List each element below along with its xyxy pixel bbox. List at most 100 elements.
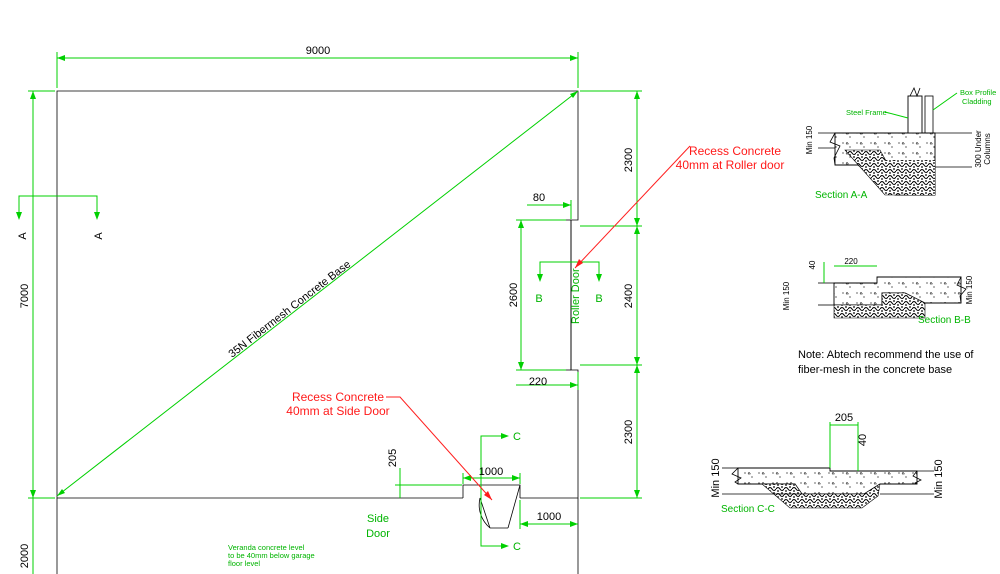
- slab-diagonal: [56, 90, 579, 497]
- dim-arrow-w2: [570, 55, 578, 61]
- section-a-right-letter: A: [93, 232, 105, 240]
- dim-side-door-width: 1000: [479, 466, 503, 478]
- section-c-bottom-letter: C: [513, 541, 521, 553]
- section-a-break: [829, 132, 841, 166]
- section-b-dim-40: 40: [808, 260, 817, 269]
- dim-height-total: 7000: [19, 284, 31, 308]
- section-b-dim-220: 220: [844, 257, 858, 266]
- dim-door-top-offset: 80: [533, 192, 545, 204]
- section-a-steel-leader: [884, 111, 909, 119]
- side-door-label-2: Door: [366, 528, 390, 540]
- dim-arrow-so1: [520, 521, 528, 527]
- callout-roller-arrow: [575, 259, 583, 268]
- callout-side-leader: [386, 396, 493, 501]
- dim-door-bottom-offset: 220: [529, 376, 547, 388]
- veranda-note-3: floor level: [228, 559, 260, 568]
- section-c-gravel: [761, 483, 881, 509]
- section-b-arrow-left: [537, 274, 543, 282]
- section-a-box-profile-1: Box Profile: [960, 88, 996, 97]
- dim-arrow-r4: [634, 357, 640, 365]
- callout-side-arrow: [484, 491, 492, 500]
- dim-veranda: 2000: [19, 544, 31, 568]
- callout-roller-leader: [574, 145, 691, 269]
- section-c-marker: [480, 435, 507, 547]
- section-b-b: Min 150 Min 150 40 220 Section B-B: [782, 257, 974, 326]
- section-a-arrow-right: [94, 212, 100, 220]
- section-c-dim-40: 40: [857, 434, 869, 446]
- section-a-left-letter: A: [17, 232, 29, 240]
- section-c-min150-right: Min 150: [933, 459, 945, 498]
- section-c-arrow-top: [501, 433, 509, 439]
- section-c-top-letter: C: [513, 431, 521, 443]
- diag-arrow-top: [570, 91, 578, 98]
- section-c-min150-left: Min 150: [710, 458, 722, 497]
- side-door-label-1: Side: [367, 513, 389, 525]
- section-a-box-profile-2: Cladding: [962, 97, 992, 106]
- side-door-recess: [462, 484, 521, 498]
- section-a-steel-frame: Steel Frame: [846, 108, 887, 117]
- callout-roller-1: Recess Concrete: [689, 144, 781, 158]
- section-b-right-letter: B: [595, 293, 602, 305]
- section-b-marker: [539, 261, 600, 280]
- section-c-dim-205: 205: [835, 412, 853, 424]
- dim-right-mid: 2400: [623, 284, 635, 308]
- dim-arrow-r2: [634, 218, 640, 226]
- note-line-2: fiber-mesh in the concrete base: [798, 364, 952, 376]
- veranda-note-1: Veranda concrete level: [228, 543, 305, 552]
- section-a-min150: Min 150: [805, 125, 814, 154]
- dim-arrow-sd1: [463, 475, 471, 481]
- dim-arrow-r1: [634, 91, 640, 99]
- section-a-arrow-left: [16, 212, 22, 220]
- section-a-box-leader: [932, 92, 958, 111]
- dim-arrow-r6: [634, 490, 640, 498]
- dim-arrow-r3: [634, 226, 640, 234]
- callout-side-1: Recess Concrete: [292, 390, 384, 404]
- roller-door-label: Roller Door: [570, 268, 582, 324]
- section-a-marker: [18, 195, 98, 218]
- section-a-column: [907, 95, 923, 134]
- section-a-under-cols-1: 300 Under: [974, 130, 983, 168]
- dim-arrow-80: [563, 202, 571, 208]
- dim-arrow-d1: [518, 220, 524, 228]
- section-a-title: Section A-A: [815, 190, 868, 201]
- section-b-min150-left: Min 150: [782, 281, 791, 310]
- dim-arrow-so2: [570, 521, 578, 527]
- diag-arrow-bottom: [57, 489, 65, 496]
- section-a-a: Steel Frame Box Profile Cladding Min 150…: [805, 87, 996, 201]
- dim-arrow-220: [570, 382, 578, 388]
- dim-arrow-sd2: [512, 475, 520, 481]
- section-c-slab: [737, 467, 918, 495]
- section-c-c: Min 150 Min 150 205 40 Section C-C: [710, 412, 945, 515]
- slab-outline: [56, 90, 579, 499]
- section-b-min150-right: Min 150: [965, 275, 974, 304]
- dim-arrow-w1: [57, 55, 65, 61]
- callout-side-2: 40mm at Side Door: [286, 404, 389, 418]
- floor-plan: 35N Fibermesh Concrete Base 9000 7000 20…: [16, 45, 784, 574]
- dim-door-width: 2600: [508, 283, 520, 307]
- dim-side-door-offset: 1000: [537, 511, 561, 523]
- dim-right-bottom: 2300: [623, 420, 635, 444]
- section-b-left-letter: B: [535, 293, 542, 305]
- dim-arrow-h1: [30, 91, 36, 99]
- note-line-1: Note: Abtech recommend the use of: [798, 349, 974, 361]
- dim-arrow-d2: [518, 362, 524, 370]
- section-b-title: Section B-B: [918, 315, 971, 326]
- dim-side-door-depth: 205: [387, 449, 399, 467]
- section-c-title: Section C-C: [721, 504, 775, 515]
- section-a-under-cols-2: Columns: [983, 133, 992, 165]
- side-door-leaf-2: [507, 484, 521, 529]
- section-b-arrow-right: [596, 274, 602, 282]
- section-b-gravel: [833, 292, 926, 319]
- dim-arrow-h2: [30, 490, 36, 498]
- callout-roller-2: 40mm at Roller door: [676, 158, 785, 172]
- dim-width-total: 9000: [306, 45, 330, 57]
- section-c-break-left: [731, 467, 742, 485]
- dim-right-top: 2300: [623, 148, 635, 172]
- section-b-break: [956, 276, 967, 304]
- dim-arrow-r5: [634, 365, 640, 373]
- veranda-note-2: to be 40mm below garage: [228, 551, 315, 560]
- slab-label: 35N Fibermesh Concrete Base: [226, 258, 353, 360]
- section-c-break-right: [912, 470, 922, 485]
- section-a-column-break: [909, 87, 921, 98]
